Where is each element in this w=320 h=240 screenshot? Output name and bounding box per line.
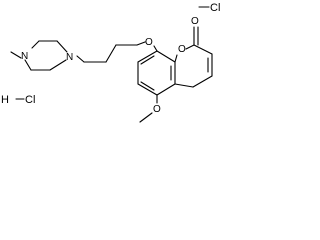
bond-c8-ether-o (153, 45, 158, 52)
bond-c7-c8 (137, 50, 158, 63)
molecule-drawing: O O O O N N Cl H H Cl (1, 2, 220, 123)
bond-link-c4a (174, 83, 194, 88)
bond-methoxy-o-ch3 (139, 112, 153, 123)
hcl-right-cl-label: Cl (210, 2, 220, 14)
ring-oxygen-label: O (178, 44, 186, 55)
bond-c3p-n4 (31, 40, 40, 49)
bond-n1-c2p (56, 40, 68, 53)
bond-n4-methyl (10, 51, 22, 59)
methoxy-oxygen-label: O (153, 104, 161, 115)
methoxy-group (139, 94, 158, 123)
ether-oxygen-label: O (145, 37, 153, 48)
hcl-left-cl-label: Cl (25, 94, 35, 106)
bond-c5-c6 (137, 83, 158, 96)
bond-c4-c4a-link (192, 75, 213, 88)
piperazine-n4-label: N (21, 51, 28, 62)
bond-aromatic-inner-3 (140, 55, 155, 65)
piperazine-n1-label: N (66, 52, 73, 63)
bond-n4-c5p (24, 59, 32, 71)
bond-o1-c2 (185, 44, 195, 50)
carbonyl-oxygen-label: O (191, 16, 199, 27)
bond-ether-o-ch2 (136, 41, 146, 46)
coumarin-pyranone-ring (174, 26, 213, 88)
hcl-left-h-label: H (1, 94, 9, 106)
bond-c6p-n1 (49, 59, 67, 71)
bond-c4a-c5 (156, 83, 176, 96)
bond-c8a-o1 (174, 54, 178, 63)
ether-linker (76, 41, 158, 63)
piperazine-ring (10, 40, 68, 71)
bond-propyl-to-n (76, 55, 85, 63)
bond-c8-c8a (156, 50, 176, 63)
bond-aromatic-inner-2 (140, 81, 155, 91)
coumarin-benzene-ring (137, 50, 176, 96)
bond-c2-c3 (193, 44, 213, 55)
structure-diagram: O O O O N N Cl H H Cl (0, 0, 224, 145)
bond-propyl-2 (105, 44, 117, 63)
